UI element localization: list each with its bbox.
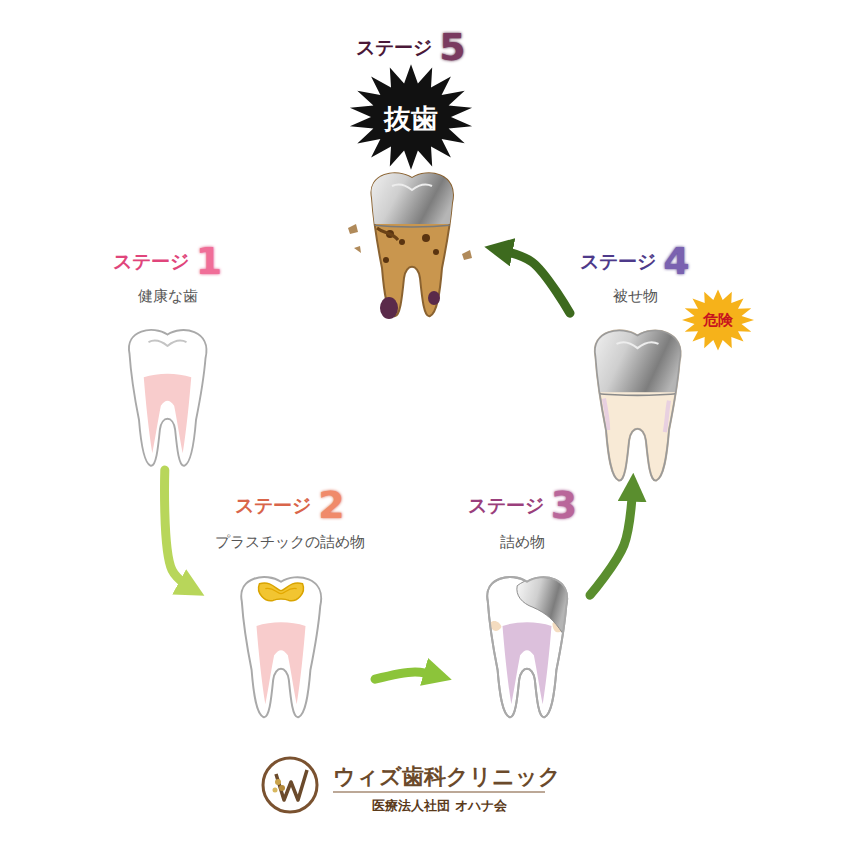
stage-number: 3: [551, 483, 577, 527]
stage-heading: ステージ 1: [100, 238, 235, 283]
healthy-tooth: [129, 330, 206, 466]
stage-caption: 抜歯: [340, 102, 482, 136]
stage-heading: ステージ 3: [455, 482, 590, 527]
resin-filling: [259, 583, 304, 601]
stage-node: ステージ 2 プラスチックの詰め物: [205, 480, 375, 720]
stage-number: 4: [663, 239, 689, 283]
stage-word: ステージ: [468, 494, 544, 516]
clinic-name: ウィズ歯科クリニック: [333, 762, 561, 792]
stage-number: 1: [196, 239, 222, 283]
extracted-tooth: [348, 168, 472, 319]
clinic-name: 医療法人社団 オハナ会: [372, 797, 507, 815]
stage-number: 2: [318, 483, 344, 527]
stage-heading: ステージ 5: [340, 24, 482, 69]
stage-caption: 健康な歯: [100, 286, 235, 306]
stage-node: ステージ 5 抜歯: [340, 22, 482, 322]
metal-inlay: [517, 577, 568, 632]
stage-number: 5: [439, 25, 465, 69]
stage-word: ステージ: [113, 250, 189, 272]
inlay-tooth: [487, 577, 568, 717]
stage-arrow: [590, 485, 633, 595]
stage-caption: 詰め物: [455, 532, 590, 552]
stage-node: ステージ 1 健康な歯: [100, 236, 235, 470]
stage-word: ステージ: [580, 250, 656, 272]
stage-arrow: [496, 249, 570, 313]
stage-caption: 被せ物: [570, 286, 700, 306]
stage-caption: プラスチックの詰め物: [205, 532, 375, 552]
warning-label: 危険: [703, 311, 733, 330]
crowned-tooth: [585, 325, 690, 481]
danger-burst: [682, 289, 754, 350]
stage-heading: ステージ 2: [205, 482, 375, 527]
stage-arrow: [375, 672, 440, 679]
stage-arrow: [165, 470, 194, 590]
stage-word: ステージ: [235, 494, 311, 516]
stage-node: ステージ 3 詰め物: [455, 480, 590, 720]
resin-filled-tooth: [241, 577, 321, 717]
stage-word: ステージ: [356, 36, 432, 58]
stage-node: ステージ 4 被せ物: [570, 236, 700, 470]
stage-heading: ステージ 4: [570, 238, 700, 283]
infection: [380, 297, 398, 319]
